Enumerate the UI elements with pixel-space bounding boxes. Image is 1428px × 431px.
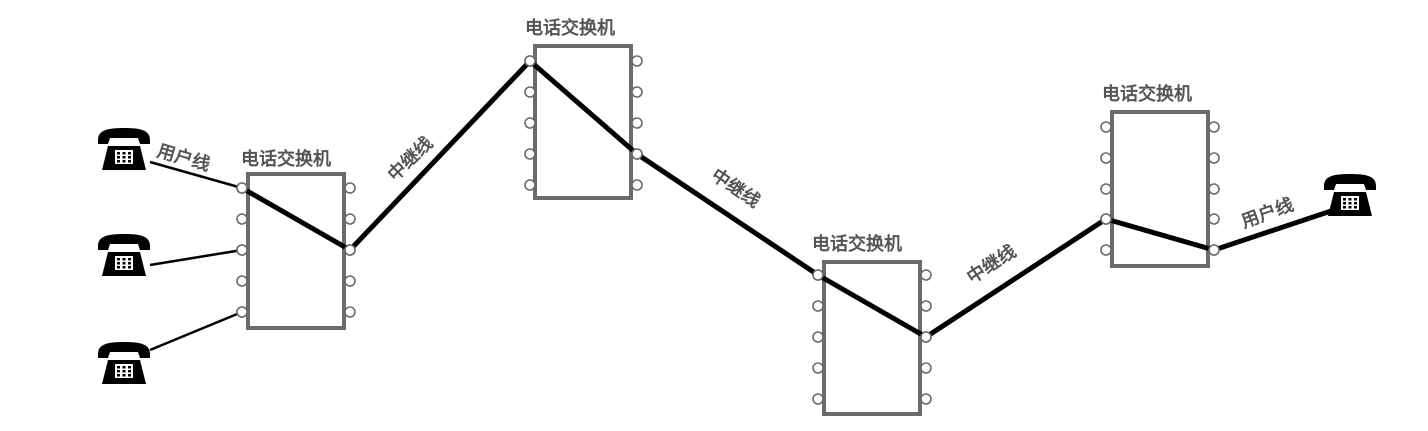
trunk-line-1 bbox=[347, 58, 533, 253]
switch-1: 电话交换机 bbox=[236, 148, 356, 330]
switch-3: 电话交换机 bbox=[812, 233, 932, 416]
switch-3-internal-link bbox=[815, 272, 929, 340]
active-ports bbox=[236, 55, 1220, 343]
subscriber-line-1 bbox=[149, 160, 243, 190]
trunk-line-3 bbox=[923, 216, 1109, 340]
telephone-icon bbox=[98, 234, 150, 276]
telephone-icon bbox=[1324, 174, 1376, 216]
switch-1-label: 电话交换机 bbox=[241, 148, 331, 170]
switch-2-internal-link bbox=[527, 58, 640, 157]
switch-2-box bbox=[533, 44, 633, 200]
switch-4-box bbox=[1110, 110, 1210, 268]
subscriber-line-3 bbox=[149, 310, 243, 352]
switch-3-label: 电话交换机 bbox=[812, 233, 902, 255]
subscriber-lines-left bbox=[149, 160, 243, 352]
connection-path bbox=[239, 58, 1341, 340]
subscriber-line-right bbox=[1213, 205, 1341, 253]
telephone-icon bbox=[98, 342, 150, 384]
switch-4-label: 电话交换机 bbox=[1102, 83, 1192, 105]
switch-2-label: 电话交换机 bbox=[525, 17, 615, 39]
telephone-icon bbox=[98, 128, 150, 170]
switch-4: 电话交换机 bbox=[1100, 83, 1220, 268]
subscriber-line-2 bbox=[149, 248, 243, 267]
trunk-line-label-1: 中继线 bbox=[383, 132, 437, 185]
trunk-line-2 bbox=[634, 151, 821, 278]
switch-4-internal-link bbox=[1103, 216, 1217, 253]
switch-1-internal-link bbox=[239, 185, 353, 253]
